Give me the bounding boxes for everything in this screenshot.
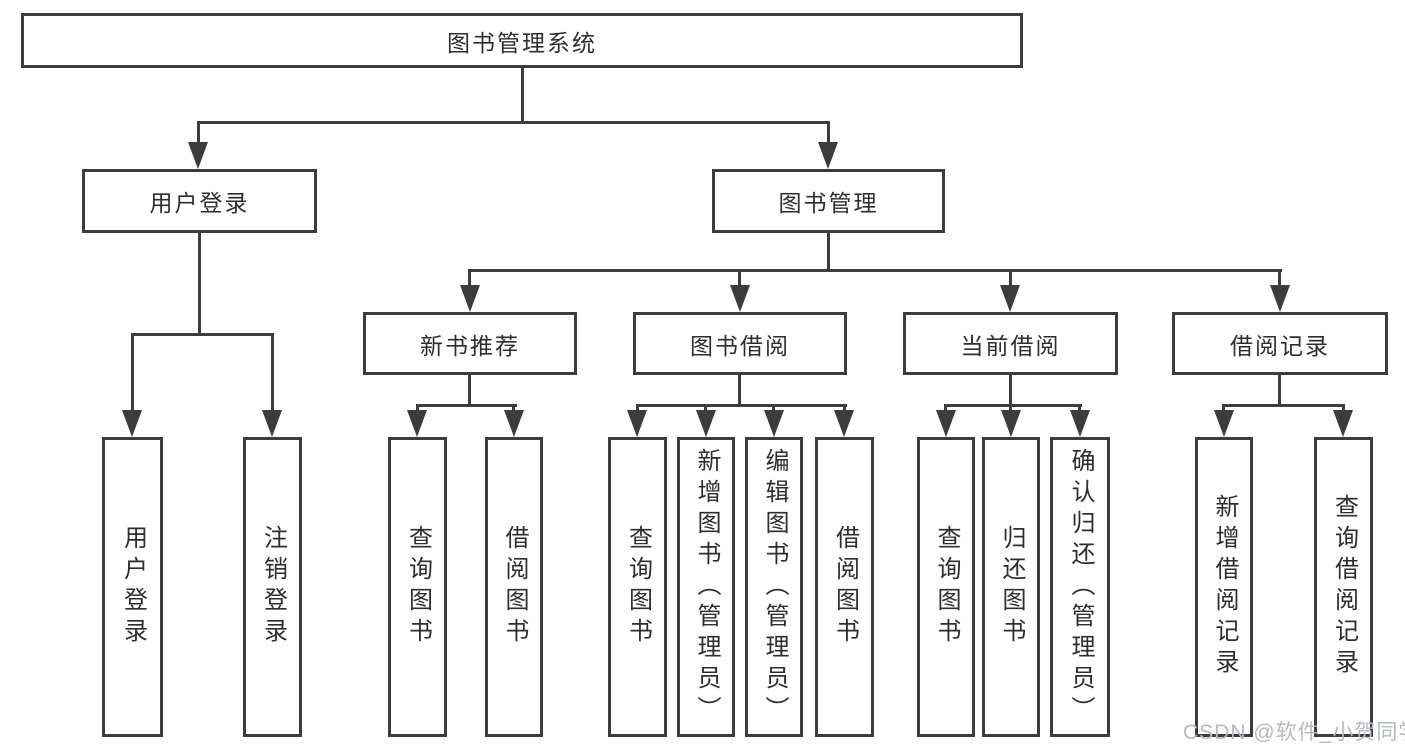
node-current-borrow: 当前借阅	[903, 312, 1118, 375]
connector-to-leaf-borrow-books-b	[512, 404, 515, 414]
connector-to-current-borrow	[1009, 269, 1012, 289]
connector-level2-split	[468, 269, 1282, 272]
connector-new-book-recommend-stem	[468, 375, 471, 406]
leaf-query-books-current: 查询图书	[917, 437, 975, 737]
node-label: 图书管理	[778, 190, 879, 216]
leaf-label: 借阅图书	[501, 525, 528, 649]
node-new-book-recommend: 新书推荐	[363, 312, 577, 375]
connector-borrow-records-stem	[1278, 375, 1281, 406]
connector-to-leaf-query-books-b	[416, 404, 419, 414]
node-book-management: 图书管理	[712, 169, 945, 233]
node-label: 当前借阅	[960, 332, 1061, 359]
connector-to-leaf-return-books	[1009, 404, 1012, 414]
connector-book-borrow-stem	[738, 375, 741, 406]
connector-new-book-recommend-split	[416, 404, 517, 407]
arrowhead-to-leaf-query-books-d	[936, 410, 956, 437]
arrowhead-to-leaf-query-books-c	[627, 410, 647, 437]
connector-current-borrow-split	[944, 404, 1082, 407]
arrowhead-to-leaf-borrow-books-b	[504, 410, 524, 437]
arrowhead-to-leaf-logout	[262, 410, 282, 437]
leaf-return-books: 归还图书	[982, 437, 1040, 737]
node-library-management-system: 图书管理系统	[21, 13, 1023, 68]
arrowhead-to-current-borrow	[1000, 285, 1020, 312]
connector-to-leaf-logout	[271, 333, 274, 412]
leaf-query-books-recommend: 查询图书	[388, 437, 447, 737]
node-label: 用户登录	[149, 190, 250, 216]
leaf-label: 用户登录	[119, 525, 147, 649]
leaf-add-borrow-record: 新增借阅记录	[1195, 437, 1253, 737]
arrowhead-to-leaf-confirm-return	[1070, 410, 1090, 437]
arrowhead-to-leaf-query-books-b	[407, 410, 427, 437]
arrowhead-to-leaf-add-record	[1214, 410, 1234, 437]
leaf-query-borrow-record: 查询借阅记录	[1314, 437, 1373, 737]
connector-current-borrow-stem	[1009, 375, 1012, 406]
leaf-user-login: 用户登录	[102, 437, 163, 737]
arrowhead-to-book-mgmt	[818, 142, 838, 169]
leaf-label: 查询图书	[624, 525, 652, 649]
leaf-query-books-borrow: 查询图书	[608, 437, 667, 737]
leaf-borrow-books: 借阅图书	[815, 437, 874, 737]
connector-to-leaf-confirm-return	[1078, 404, 1081, 414]
arrowhead-to-leaf-edit-book	[764, 410, 784, 437]
node-label: 图书管理系统	[447, 29, 597, 56]
leaf-add-book-admin: 新增图书（管理员）	[677, 437, 735, 737]
connector-to-leaf-add-record	[1222, 404, 1225, 414]
leaf-label: 查询借阅记录	[1330, 494, 1358, 680]
arrowhead-to-leaf-query-record	[1333, 410, 1353, 437]
node-book-borrow: 图书借阅	[633, 312, 847, 375]
arrowhead-to-borrow-records	[1270, 285, 1290, 312]
leaf-label: 新增借阅记录	[1211, 494, 1238, 680]
leaf-confirm-return-admin: 确认归还（管理员）	[1050, 437, 1110, 737]
connector-to-leaf-query-books-d	[944, 404, 947, 414]
arrowhead-to-leaf-add-book	[696, 410, 716, 437]
node-label: 新书推荐	[420, 332, 520, 359]
connector-to-leaf-add-book	[704, 404, 707, 414]
connector-to-leaf-user-login	[131, 333, 134, 412]
leaf-logout-login: 注销登录	[243, 437, 302, 737]
arrowhead-to-new-book-recommend	[460, 285, 480, 312]
connector-level1-split	[197, 121, 830, 124]
node-label: 图书借阅	[690, 332, 790, 359]
arrowhead-to-leaf-user-login	[122, 410, 142, 437]
leaf-label: 编辑图书（管理员）	[761, 447, 788, 727]
node-user-login: 用户登录	[82, 169, 317, 233]
leaf-edit-book-admin: 编辑图书（管理员）	[745, 437, 803, 737]
connector-to-book-borrow	[738, 269, 741, 289]
csdn-watermark: CSDN @软件_小贺同学	[1183, 721, 1405, 744]
leaf-label: 确认归还（管理员）	[1067, 447, 1094, 727]
connector-to-book-mgmt	[827, 121, 830, 146]
connector-to-leaf-borrow-books-c	[843, 404, 846, 414]
node-borrow-records: 借阅记录	[1172, 312, 1388, 375]
connector-to-borrow-records	[1278, 269, 1281, 289]
leaf-label: 新增图书（管理员）	[693, 447, 720, 727]
leaf-label: 查询图书	[404, 525, 432, 649]
leaf-label: 查询图书	[933, 525, 960, 649]
connector-book-borrow-split	[636, 404, 847, 407]
node-label: 借阅记录	[1230, 332, 1330, 359]
leaf-borrow-books-recommend: 借阅图书	[485, 437, 543, 737]
connector-to-leaf-query-books-c	[636, 404, 639, 414]
arrowhead-to-leaf-borrow-books-c	[834, 410, 854, 437]
connector-to-new-book-recommend	[468, 269, 471, 289]
connector-to-leaf-edit-book	[772, 404, 775, 414]
connector-user-login-stem	[198, 233, 201, 336]
connector-to-leaf-query-record	[1342, 404, 1345, 414]
connector-root-stem	[521, 68, 524, 121]
leaf-label: 归还图书	[998, 525, 1025, 649]
arrowhead-to-user-login	[188, 142, 208, 169]
leaf-label: 借阅图书	[831, 525, 859, 649]
arrowhead-to-book-borrow	[730, 285, 750, 312]
connector-to-user-login	[197, 121, 200, 146]
arrowhead-to-leaf-return-books	[1001, 410, 1021, 437]
leaf-label: 注销登录	[259, 525, 287, 649]
connector-borrow-records-split	[1222, 404, 1345, 407]
connector-book-mgmt-stem	[827, 233, 830, 272]
connector-user-login-split	[131, 333, 274, 336]
